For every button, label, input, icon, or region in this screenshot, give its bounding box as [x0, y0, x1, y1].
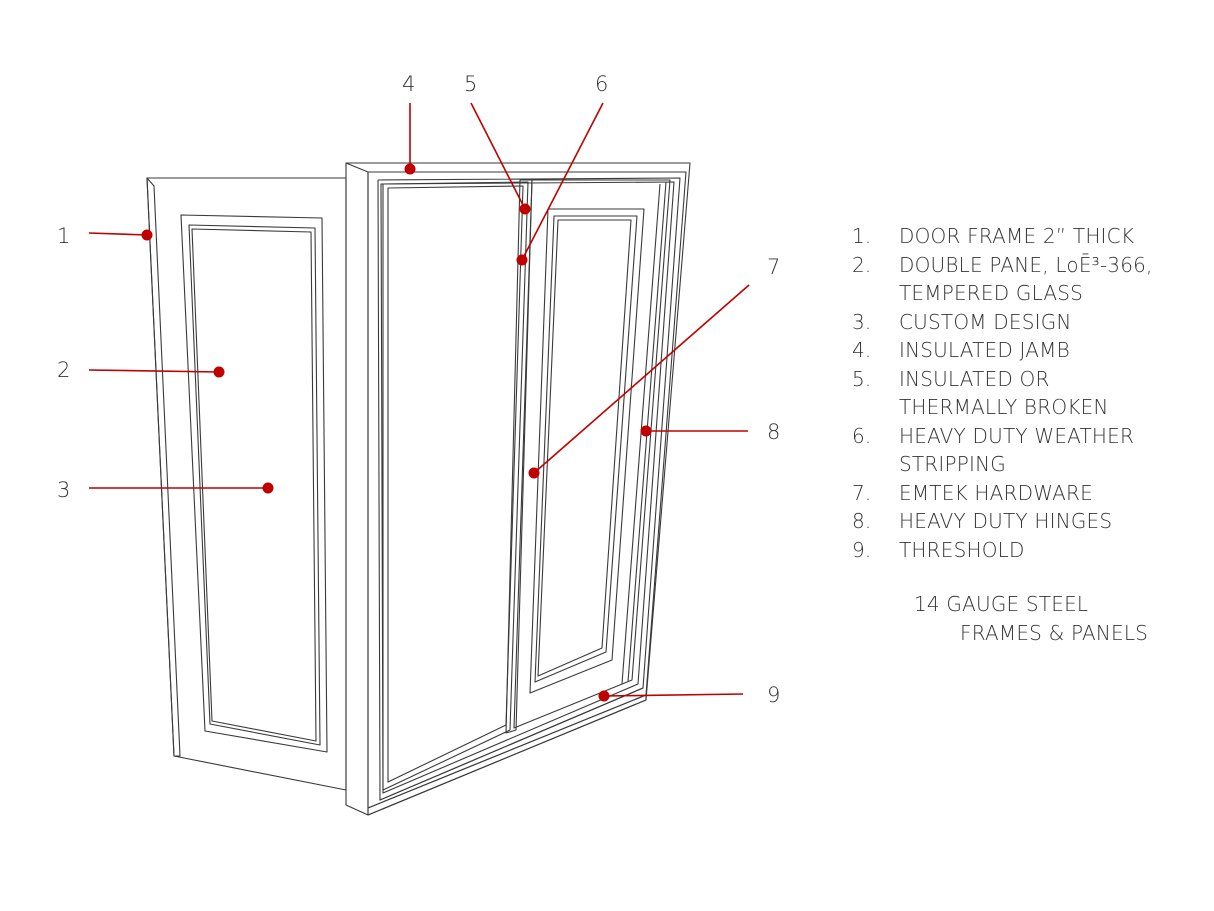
leader-lines: [88, 102, 750, 697]
note-line-2: FRAMES & PANELS: [960, 621, 1149, 645]
callout-dot-3: [262, 482, 274, 494]
legend-number: 1.: [852, 224, 872, 248]
legend-text: INSULATED OR THERMALLY BROKEN: [899, 365, 1192, 422]
legend-number: 5.: [852, 366, 872, 391]
frame-front-face-edge: [345, 162, 369, 815]
legend-number: 4.: [852, 338, 872, 362]
active-leaf-panel-inner: [534, 215, 638, 683]
legend-number: 9.: [852, 537, 872, 562]
callout-dot-2: [213, 366, 225, 378]
legend-line: THRESHOLD: [899, 537, 1025, 562]
legend-item-2: 2. DOUBLE PANE, LoĒ³-366, TEMPERED GLASS: [852, 251, 1192, 308]
leader-line-1: [88, 232, 148, 236]
legend-line: TEMPERED GLASS: [899, 281, 1084, 305]
legend-item-3: 3. CUSTOM DESIGN: [852, 308, 1192, 337]
left-panel-outer-molding: [180, 214, 328, 753]
threshold: [367, 694, 647, 816]
legend-item-6: 6. HEAVY DUTY WEATHER STRIPPING: [852, 422, 1192, 479]
active-leaf-glass: [537, 219, 632, 677]
legend-line: STRIPPING: [899, 452, 1006, 476]
leader-dots: [141, 163, 652, 702]
legend-text: DOOR FRAME 2” THICK: [899, 222, 1192, 251]
callout-number-9: 9: [767, 683, 780, 707]
callout-dot-5: [519, 203, 531, 215]
leader-line-2: [88, 369, 220, 373]
callout-number-6: 6: [595, 72, 608, 96]
callout-number-3: 3: [57, 478, 70, 502]
legend-item-9: 9. THRESHOLD: [852, 536, 1192, 565]
note-line-1: 14 GAUGE STEEL: [914, 592, 1089, 616]
active-leaf-panel-outer: [529, 208, 645, 694]
callout-number-1: 1: [57, 224, 70, 248]
callout-number-7: 7: [767, 255, 780, 279]
legend-number: 2.: [852, 252, 872, 277]
legend-line: THERMALLY BROKEN: [899, 395, 1109, 419]
legend-item-4: 4. INSULATED JAMB: [852, 336, 1192, 365]
left-glass-pane: [191, 228, 317, 742]
callout-number-4: 4: [402, 72, 415, 96]
legend-text: EMTEK HARDWARE: [899, 479, 1192, 508]
right-door-leaf: [367, 179, 671, 816]
leader-line-5: [470, 102, 526, 210]
callout-number-2: 2: [57, 358, 70, 382]
callout-dot-8: [640, 425, 652, 437]
callout-dot-7: [528, 467, 540, 479]
legend-text: THRESHOLD: [899, 536, 1192, 565]
legend-number: 3.: [852, 309, 872, 334]
left-door-leaf: [146, 177, 347, 791]
active-leaf: [513, 179, 671, 729]
legend-number: 7.: [852, 480, 872, 505]
right-leaf-outline: [382, 181, 529, 791]
callout-dot-9: [598, 690, 610, 702]
leader-line-7: [533, 284, 750, 474]
frame-inner-rebate: [367, 171, 687, 809]
callout-numbers: 1 2 3 4 5 6 7 8 9: [57, 72, 780, 707]
legend-item-1: 1. DOOR FRAME 2” THICK: [852, 222, 1192, 251]
legend-number: 6.: [852, 423, 872, 448]
legend-line: EMTEK HARDWARE: [899, 480, 1093, 505]
legend-item-5: 5. INSULATED OR THERMALLY BROKEN: [852, 365, 1192, 422]
frame-weatherstrip: [380, 181, 675, 794]
callout-dot-1: [141, 229, 153, 241]
legend-text: DOUBLE PANE, LoĒ³-366, TEMPERED GLASS: [899, 251, 1192, 308]
threshold-top-edge: [379, 687, 644, 801]
leader-line-6: [521, 102, 604, 261]
legend-text: HEAVY DUTY WEATHER STRIPPING: [899, 422, 1192, 479]
callout-number-5: 5: [464, 72, 477, 96]
leader-line-9: [603, 693, 744, 697]
legend-number: 8.: [852, 509, 872, 533]
left-leaf-edge: [146, 177, 181, 757]
right-leaf-inner: [387, 185, 524, 783]
legend-line: CUSTOM DESIGN: [899, 309, 1072, 334]
callout-dot-4: [404, 163, 416, 175]
legend-line: HEAVY DUTY HINGES: [899, 509, 1113, 533]
legend-text: CUSTOM DESIGN: [899, 308, 1192, 337]
legend-text: INSULATED JAMB: [899, 336, 1192, 365]
legend-line: HEAVY DUTY WEATHER: [899, 423, 1135, 448]
legend-line: INSULATED JAMB: [899, 338, 1070, 362]
legend-line: DOOR FRAME 2” THICK: [899, 224, 1135, 248]
legend-line: INSULATED OR: [899, 366, 1050, 391]
legend-line: DOUBLE PANE, LoĒ³-366,: [899, 252, 1153, 277]
legend-item-7: 7. EMTEK HARDWARE: [852, 479, 1192, 508]
legend-text: HEAVY DUTY HINGES: [899, 507, 1192, 536]
callout-dot-6: [516, 254, 528, 266]
legend-list: 1. DOOR FRAME 2” THICK 2. DOUBLE PANE, L…: [852, 222, 1192, 564]
legend-item-8: 8. HEAVY DUTY HINGES: [852, 507, 1192, 536]
hinge-edge-line-1: [621, 183, 661, 685]
callout-number-8: 8: [767, 420, 780, 444]
left-panel-inner-molding: [188, 224, 321, 746]
astragal: [505, 179, 533, 734]
